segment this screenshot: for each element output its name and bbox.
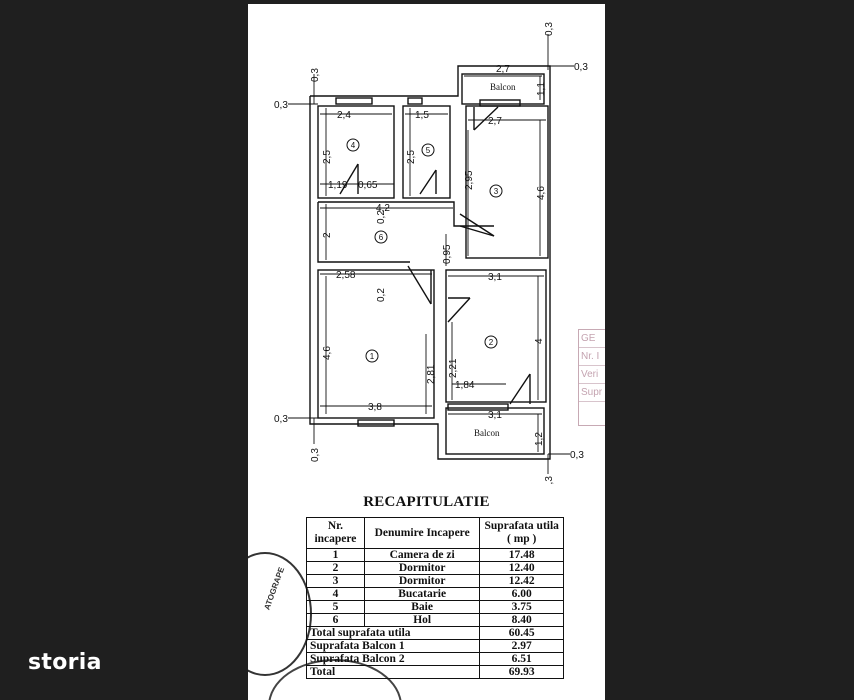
total-row: Suprafata Balcon 2 6.51	[305, 652, 564, 666]
room-area: 3.75	[479, 600, 564, 614]
table-row: 6 Hol 8.40	[306, 613, 564, 627]
total-row: Total suprafata utila 60.45	[305, 626, 564, 640]
dim-balcony1-depth: 1,1	[536, 82, 547, 96]
room-name: Hol	[363, 613, 481, 627]
header-nr: Nr. incapere	[306, 517, 365, 549]
dim-room2-window: 1,84	[455, 380, 475, 391]
table-row: 5 Baie 3.75	[306, 600, 564, 614]
dim-room4-height: 2,5	[322, 150, 333, 164]
dim-room4-width: 2,4	[337, 110, 351, 121]
room-number-1: 1	[370, 352, 375, 361]
dim-hall-wall-bottom: 0,2	[376, 288, 387, 302]
dim-offset-left-bottom: 0,3	[274, 414, 288, 425]
balcony-label-1: Balcon	[490, 82, 516, 92]
dim-room2-width: 3,1	[488, 272, 502, 283]
dim-room3-door-side: 2,95	[464, 170, 475, 190]
table-row: 4 Bucatarie 6.00	[306, 587, 564, 601]
dim-room1-right: 2,81	[426, 364, 437, 384]
room-area: 8.40	[479, 613, 564, 627]
dim-hall-wall-top: 0,2	[376, 210, 387, 224]
dim-balcony2-depth: 1,2	[534, 432, 545, 446]
room-area: 6.00	[479, 587, 564, 601]
total-area: 60.45	[479, 626, 564, 640]
table-row: 1 Camera de zi 17.48	[306, 548, 564, 562]
total-area: 69.93	[479, 665, 564, 679]
dim-room1-top: 2,58	[336, 270, 356, 281]
table-row: 2 Dormitor 12.40	[306, 561, 564, 575]
floor-plan-document: 2,4 1,5 1,19 0,65 4,2 2,58 3,8 3,1 1,84 …	[248, 4, 605, 700]
cadastre-stamp: GE Nr. I Veri Supr	[578, 329, 605, 426]
dim-room2-left: 2,21	[448, 358, 459, 378]
dim-offset-top-right: 0,3	[544, 22, 555, 36]
room-number-6: 6	[379, 233, 384, 242]
dim-offset-left-top: 0,3	[274, 100, 288, 111]
dim-room2-height: 4	[534, 338, 545, 344]
dim-offset-right-bottom: 0,3	[570, 450, 584, 461]
storia-logo: storia	[28, 650, 102, 675]
total-area: 6.51	[479, 652, 564, 666]
total-label: Suprafata Balcon 1	[305, 639, 481, 653]
dim-room1-width: 3,8	[368, 402, 382, 413]
room-nr: 4	[306, 587, 365, 601]
room-nr: 2	[306, 561, 365, 575]
dim-balcony2-width: 3,1	[488, 410, 502, 421]
dim-room5-height: 2,5	[406, 150, 417, 164]
header-area: Suprafata utila ( mp )	[479, 517, 564, 549]
balcony-label-2: Balcon	[474, 428, 500, 438]
total-row: Suprafata Balcon 1 2.97	[305, 639, 564, 653]
total-label: Total	[305, 665, 481, 679]
dim-offset-top-left: 0,3	[310, 68, 321, 82]
floor-plan-drawing: 2,4 1,5 1,19 0,65 4,2 2,58 3,8 3,1 1,84 …	[274, 22, 588, 484]
dim-hall-height: 2	[322, 232, 333, 238]
room-name: Bucatarie	[363, 587, 481, 601]
stamp-line: Supr	[579, 384, 605, 402]
room-name: Baie	[363, 600, 481, 614]
total-area: 2.97	[479, 639, 564, 653]
room-nr: 3	[306, 574, 365, 588]
room-nr: 5	[306, 600, 365, 614]
room-nr: 6	[306, 613, 365, 627]
dim-room4-door-left: 1,19	[328, 180, 348, 191]
dim-offset-right-top: 0,3	[574, 62, 588, 73]
room-number-3: 3	[494, 187, 499, 196]
dim-offset-bottom-left: 0,3	[310, 448, 321, 462]
room-name: Camera de zi	[363, 548, 481, 562]
room-name: Dormitor	[363, 574, 481, 588]
stamp-line: GE	[579, 330, 605, 348]
room-number-5: 5	[426, 146, 431, 155]
stamp-line: Veri	[579, 366, 605, 384]
dim-hall-width: 4,2	[376, 203, 390, 214]
dim-balcony1-width: 2,7	[496, 64, 510, 75]
room-area: 17.48	[479, 548, 564, 562]
dim-room3-height: 4,6	[536, 186, 547, 200]
room-area: 12.42	[479, 574, 564, 588]
total-label: Total suprafata utila	[305, 626, 481, 640]
dim-hall-opening: 0,95	[442, 244, 453, 264]
dim-room1-height: 4,6	[322, 346, 333, 360]
dim-room5-width: 1,5	[415, 110, 429, 121]
dim-offset-bottom-right: 0,3	[544, 476, 555, 484]
recap-header-row: Nr. incapere Denumire Incapere Suprafata…	[306, 517, 564, 549]
recap-title: RECAPITULATIE	[363, 494, 490, 510]
room-number-2: 2	[489, 338, 494, 347]
room-nr: 1	[306, 548, 365, 562]
room-area: 12.40	[479, 561, 564, 575]
recap-table: Nr. incapere Denumire Incapere Suprafata…	[305, 517, 564, 679]
room-number-4: 4	[351, 141, 356, 150]
room-name: Dormitor	[363, 561, 481, 575]
dim-room4-door-right: 0,65	[358, 180, 378, 191]
stamp-line: Nr. I	[579, 348, 605, 366]
dim-room3-width: 2,7	[488, 116, 502, 127]
total-row: Total 69.93	[305, 665, 564, 679]
total-label: Suprafata Balcon 2	[305, 652, 481, 666]
table-row: 3 Dormitor 12.42	[306, 574, 564, 588]
header-name: Denumire Incapere	[363, 517, 481, 549]
